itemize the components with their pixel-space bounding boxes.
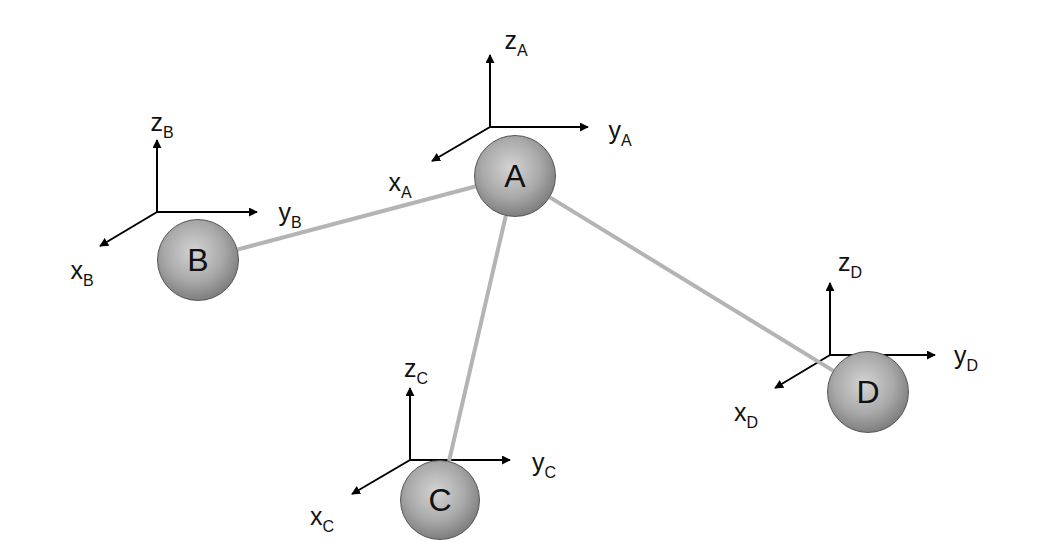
y-axis [490, 126, 588, 128]
sphere-node: A [474, 135, 556, 217]
z-axis [489, 55, 491, 127]
axis-label: xA [388, 170, 411, 195]
link-rod [238, 187, 476, 250]
axis-label: xB [70, 258, 93, 283]
axis-label: xC [310, 504, 334, 529]
link-rod [449, 216, 506, 461]
axis-label: zD [838, 250, 862, 275]
z-axis [156, 140, 158, 212]
y-axis [157, 211, 257, 213]
node-letter: B [187, 244, 208, 276]
sphere-node: C [400, 460, 480, 540]
y-axis [410, 459, 510, 461]
node-letter: D [856, 376, 879, 408]
axis-label: yB [278, 200, 301, 225]
node-letter: C [428, 484, 451, 516]
x-axis [100, 212, 157, 246]
link-rod [550, 197, 833, 370]
axis-label: zC [404, 356, 428, 381]
axis-label: yA [608, 118, 631, 143]
axis-label: xD [734, 400, 758, 425]
axis-label: zA [504, 28, 527, 53]
sphere-node: D [827, 351, 909, 433]
axis-label: yD [954, 343, 978, 368]
axis-label: yC [532, 450, 556, 475]
axis-label: zB [150, 110, 173, 135]
sphere-node: B [157, 219, 239, 301]
z-axis [409, 388, 411, 460]
z-axis [829, 283, 831, 355]
x-axis [775, 355, 830, 388]
node-letter: A [504, 160, 525, 192]
